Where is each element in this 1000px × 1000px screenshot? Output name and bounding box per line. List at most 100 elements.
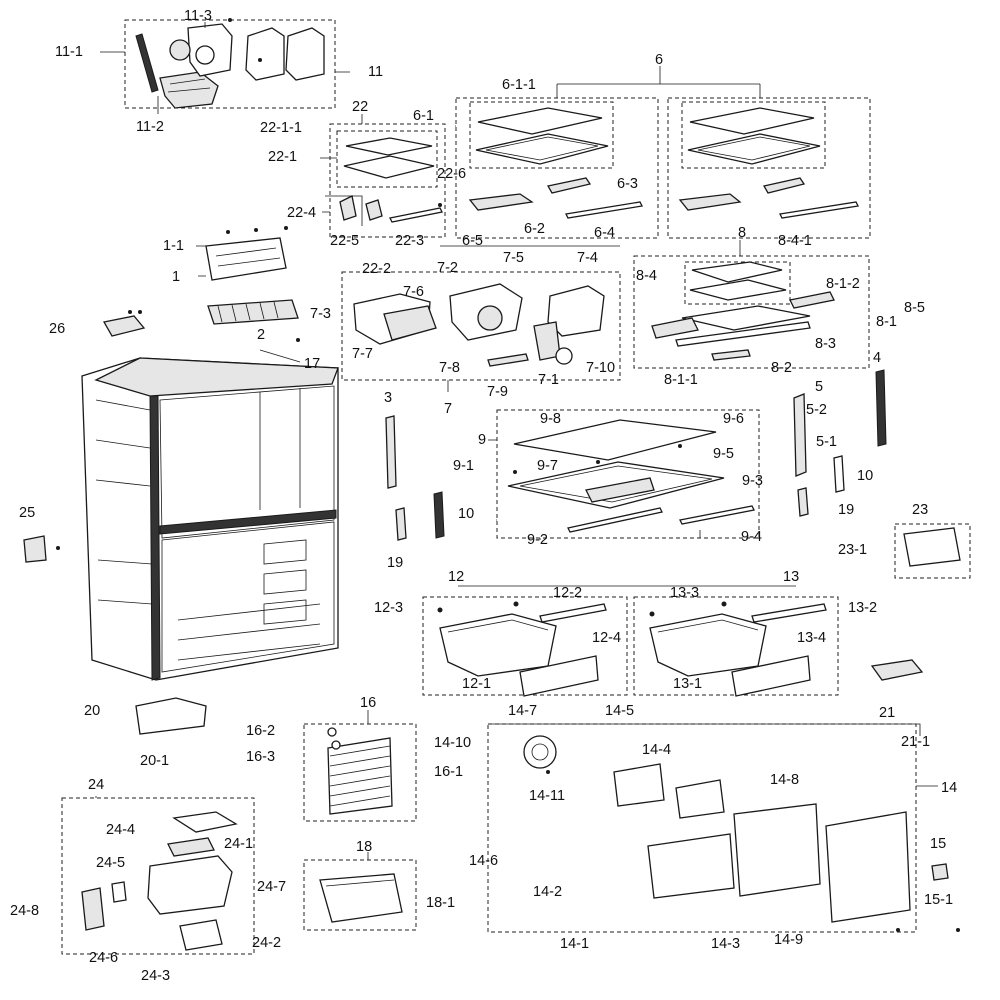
part-2-filter-mesh [207,299,299,325]
callout-7-10: 7-10 [586,360,615,376]
part-16-1-fins [329,745,391,807]
part-7-6-board [383,305,437,341]
part-9-8-glass [513,419,717,461]
callout-3: 3 [384,390,392,406]
part-20-panel [135,697,207,735]
callout-13-2: 13-2 [848,600,877,616]
callout-16: 16 [360,695,376,711]
callout-22-1-1: 22-1-1 [260,120,302,136]
callout-24-5: 24-5 [96,855,125,871]
callout-7-3: 7-3 [310,306,331,322]
callout-11: 11 [368,64,383,80]
leader-lines [95,22,938,860]
callout-24-4: 24-4 [106,822,135,838]
part-7-8-strip [487,353,529,367]
part-9-assembly [507,419,755,533]
callout-20-1: 20-1 [140,753,169,769]
callout-9-2: 9-2 [527,532,548,548]
leaders-6 [556,66,761,98]
callout-18: 18 [356,839,372,855]
part-6-2-bracket [468,193,534,211]
part-9-frame-inner [519,465,713,503]
callout-9-6: 9-6 [723,411,744,427]
cabinet-top [94,357,339,397]
part-24-7-body [147,855,233,915]
part-6-3-bracket [546,177,592,194]
callout-14-5: 14-5 [605,703,634,719]
callout-6-4: 6-4 [594,225,615,241]
part-22-2-bracket [365,199,383,221]
callout-5: 5 [815,379,823,395]
callout-9-7: 9-7 [537,458,558,474]
part-8-3-trim [675,321,811,347]
part-6-shelves [468,107,859,219]
callout-5-1: 5-1 [816,434,837,450]
part-14-assembly [523,735,949,923]
part-10-strip-a [433,491,445,539]
callout-7-2: 7-2 [437,260,458,276]
part-18-basket [319,873,403,923]
group-box-16 [303,723,417,822]
callout-22-4: 22-4 [287,205,316,221]
callout-8-1-2: 8-1-2 [826,276,860,292]
part-12-4-bin [439,613,557,677]
callout-24-2: 24-2 [252,935,281,951]
callout-15: 15 [930,836,946,852]
part-9-4-trim [679,505,755,525]
callout-labels: 11-1 11-3 11 11-2 6 6-1-1 22 6-1 22-1-1 … [10,8,957,984]
callout-10-right: 10 [857,468,873,484]
part-14-4-motor [613,763,665,807]
callout-14-6: 14-6 [469,853,498,869]
callout-8-4-1: 8-4-1 [778,233,812,249]
part-14-cover-b [733,803,821,897]
callout-13-3: 13-3 [670,585,699,601]
part-24-5-block [111,881,127,903]
callout-22: 22 [352,99,368,115]
callout-15-1: 15-1 [924,892,953,908]
callout-22-5: 22-5 [330,233,359,249]
part-13-4-bin-rim [657,619,759,633]
cabinet-upper-compartment [159,385,335,539]
part-top-panels [102,237,299,337]
callout-14-2: 14-2 [533,884,562,900]
part-12-1-front [519,655,599,697]
callout-8-1-1: 8-1-1 [664,372,698,388]
part-12-4-bin-rim [447,619,549,633]
callout-14-9: 14-9 [774,932,803,948]
cabinet-divider [159,509,337,535]
part-14-7-fan-inner [531,743,549,761]
part-11-3-knob [169,39,191,61]
leaders-14-21 [488,723,921,736]
callout-25: 25 [19,505,35,521]
part-7-fan [477,305,503,331]
callout-24-3: 24-3 [141,968,170,984]
callout-8-4: 8-4 [636,268,657,284]
leaders-11 [100,22,350,114]
part-17-cabinet [81,357,339,681]
callout-8-2: 8-2 [771,360,792,376]
callout-20: 20 [84,703,100,719]
part-7-assembly [353,283,605,367]
part-19-strip-a [395,507,407,541]
part-drawers [439,603,827,697]
part-11-1-rod [135,33,159,93]
callout-4: 4 [873,350,881,366]
callout-11-3: 11-3 [184,8,212,24]
part-7-1-cap [555,347,573,365]
callout-12-3: 12-3 [374,600,403,616]
part-24-8-bracket [81,887,105,931]
callout-8: 8 [738,225,746,241]
part-14-8-fan [675,779,725,819]
cabinet-lower-guides [263,539,307,625]
callout-6-1-1: 6-1-1 [502,77,536,93]
screws [56,18,960,932]
part-13-4-bin [649,613,767,677]
callout-13-1: 13-1 [673,676,702,692]
callout-14-7: 14-7 [508,703,537,719]
part-8-4-glass [691,261,783,283]
group-box-13 [633,596,839,696]
callout-14-11: 14-11 [529,788,565,804]
cabinet-front-edge [149,395,161,681]
part-19-strip-b [797,487,809,517]
